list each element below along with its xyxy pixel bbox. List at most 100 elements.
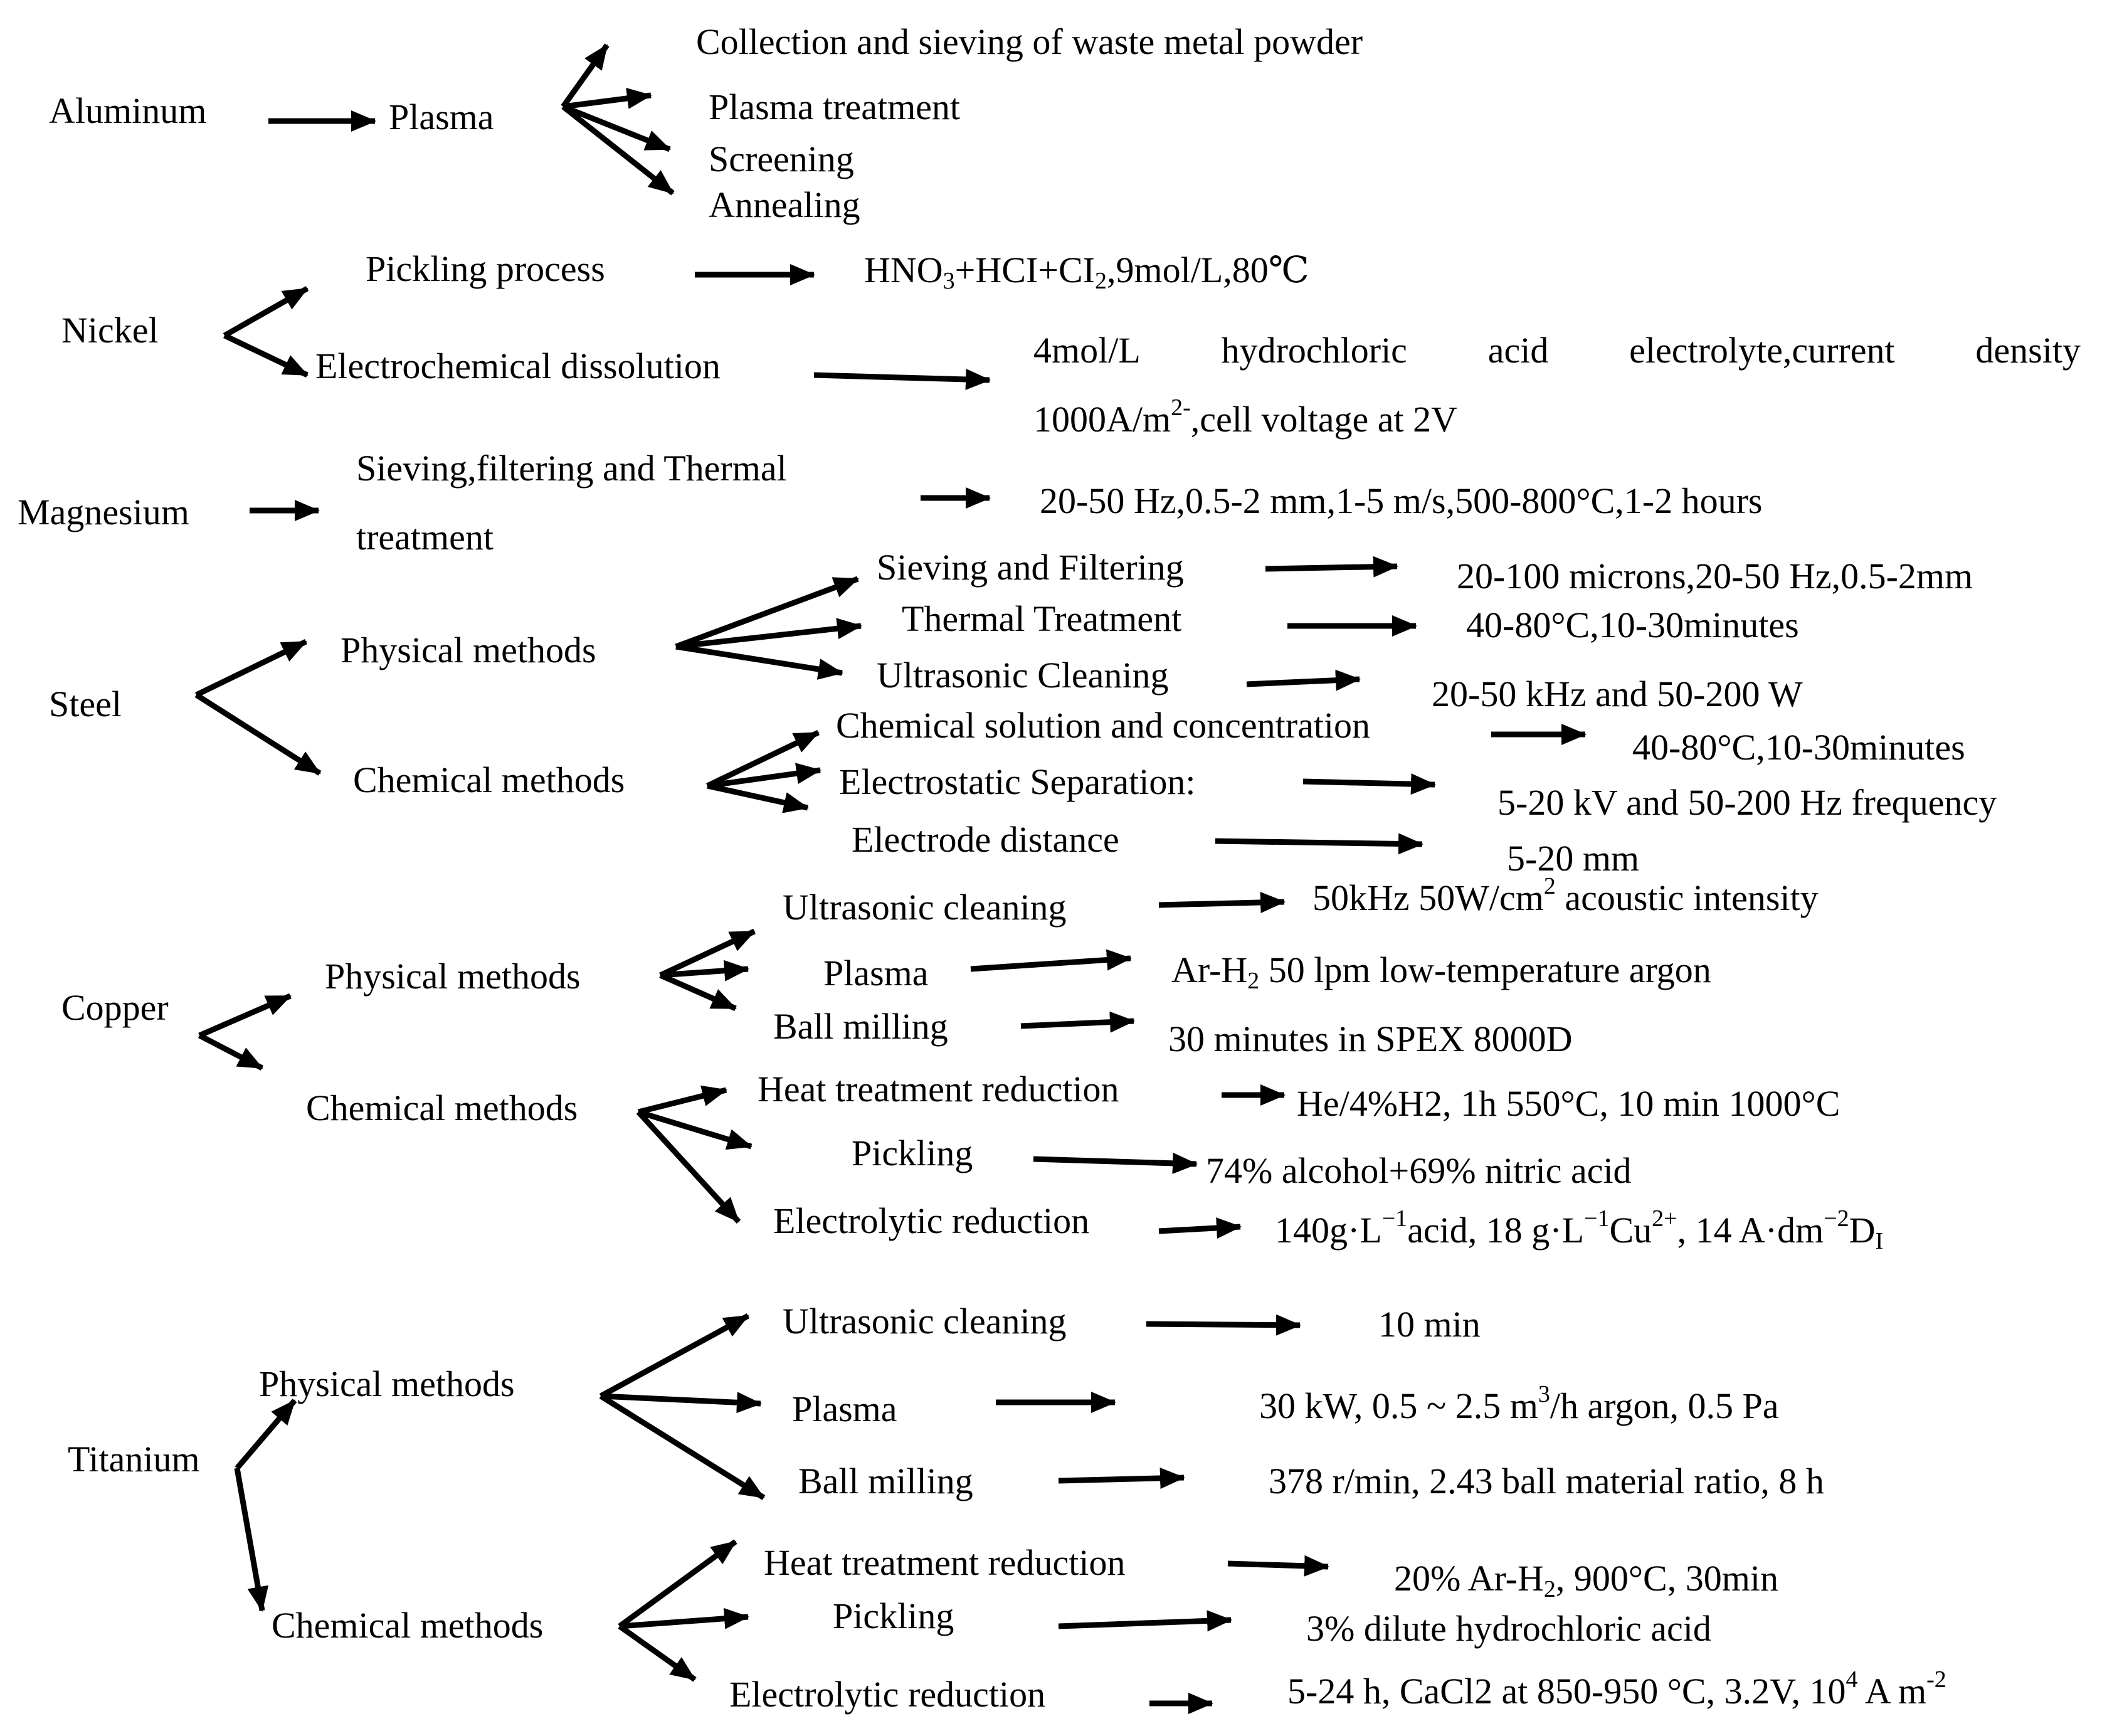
arrow-titanium-phys-cond-3 — [1058, 1467, 1185, 1489]
aluminum-method: Plasma — [389, 97, 494, 137]
copper-chem-cond-3: 140g·L−1acid, 18 g·L−1Cu2+, 14 A·dm−2DI — [1275, 1205, 1884, 1254]
titanium-chem-cond-1: 20% Ar-H2, 900°C, 30min — [1394, 1558, 1778, 1602]
titanium-chem-step-3: Electrolytic reduction — [729, 1674, 1046, 1715]
titanium-phys-step-1: Ultrasonic cleaning — [783, 1301, 1067, 1342]
arrow-copper-phys-3 — [659, 972, 737, 1012]
arrow-copper-phys-2 — [660, 960, 749, 982]
arrow-titanium-chem-3 — [618, 1624, 697, 1682]
steel-chem-cond-2: 5-20 kV and 50-200 Hz frequency — [1497, 782, 1997, 823]
arrow-steel-chem-3 — [707, 783, 809, 813]
steel-chem-cond-3: 5-20 mm — [1507, 838, 1640, 879]
arrow-plasma-screening — [562, 103, 671, 152]
titanium-phys-step-2: Plasma — [792, 1389, 897, 1429]
titanium-phys-cond-3: 378 r/min, 2.43 ball material ratio, 8 h — [1269, 1461, 1824, 1501]
arrow-plasma-annealing — [561, 104, 675, 196]
arrow-copper-chem-2 — [637, 1109, 752, 1150]
steel-chem-step-2: Electrostatic Separation: — [839, 761, 1196, 802]
metal-titanium: Titanium — [68, 1439, 200, 1479]
arrow-copper-phys-1 — [659, 928, 756, 978]
copper-phys-cond-1: 50kHz 50W/cm2 acoustic intensity — [1312, 873, 1819, 918]
arrow-steel-chem-1 — [706, 729, 820, 789]
magnesium-process-line2: treatment — [356, 517, 494, 558]
nickel-pickling-condition: HNO3+HCI+CI2,9mol/L,80℃ — [864, 250, 1309, 294]
arrow-steel-phys-2 — [675, 618, 862, 650]
copper-phys-step-2: Plasma — [823, 953, 929, 993]
copper-physical: Physical methods — [325, 956, 581, 997]
arrow-titanium-phys-2 — [600, 1392, 762, 1414]
steel-phys-step-2: Thermal Treatment — [902, 598, 1182, 639]
arrow-titanium-chem-cond-1 — [1227, 1555, 1329, 1577]
copper-chem-step-2: Pickling — [852, 1133, 973, 1173]
steel-chemical: Chemical methods — [353, 760, 625, 800]
arrow-titanium-chem-cond-2 — [1058, 1610, 1232, 1632]
steel-phys-cond-1: 20-100 microns,20-50 Hz,0.5-2mm — [1457, 556, 1973, 596]
nickel-electro-condition-line1: 4mol/L hydrochloric acid electrolyte,cur… — [1033, 330, 2081, 371]
magnesium-process-line1: Sieving,filtering and Thermal — [356, 448, 787, 489]
arrow-steel-phys-3 — [675, 643, 843, 680]
arrow-nickel-electro — [223, 332, 309, 378]
arrow-titanium-phys-1 — [599, 1313, 750, 1399]
magnesium-condition: 20-50 Hz,0.5-2 mm,1-5 m/s,500-800°C,1-2 … — [1040, 480, 1763, 521]
copper-phys-step-1: Ultrasonic cleaning — [783, 887, 1067, 928]
arrow-steel-chem-cond-2 — [1302, 773, 1436, 795]
arrow-plasma-treatment — [562, 87, 652, 110]
arrow-steel-chem-cond-3 — [1215, 833, 1423, 855]
titanium-chem-step-1: Heat treatment reduction — [764, 1542, 1126, 1583]
copper-phys-cond-2: Ar-H2 50 lpm low-temperature argon — [1171, 950, 1711, 994]
steel-phys-step-1: Sieving and Filtering — [877, 547, 1184, 588]
steel-phys-cond-3: 20-50 kHz and 50-200 W — [1432, 674, 1803, 714]
steel-chem-step-3: Electrode distance — [852, 819, 1119, 860]
arrow-steel-physical — [195, 638, 307, 698]
titanium-chemical: Chemical methods — [272, 1605, 544, 1646]
arrow-steel-chemical — [194, 692, 322, 776]
metal-steel: Steel — [49, 684, 122, 724]
copper-chem-step-3: Electrolytic reduction — [773, 1200, 1090, 1241]
arrow-nickel-pickling — [223, 286, 309, 338]
arrow-steel-phys-cond-3 — [1246, 669, 1361, 691]
titanium-chem-cond-3: 5-24 h, CaCl2 at 850-950 °C, 3.2V, 104 A… — [1287, 1666, 1946, 1712]
arrow-copper-chem-cond-2 — [1033, 1152, 1198, 1174]
arrow-steel-phys-cond-1 — [1265, 556, 1398, 578]
steel-physical: Physical methods — [341, 630, 596, 670]
steel-phys-step-3: Ultrasonic Cleaning — [877, 655, 1169, 696]
arrow-titanium-physical — [235, 1399, 297, 1470]
titanium-physical: Physical methods — [259, 1363, 515, 1404]
arrow-copper-chem-1 — [637, 1085, 727, 1115]
titanium-phys-step-3: Ball milling — [798, 1461, 973, 1501]
arrow-titanium-chem-2 — [619, 1607, 749, 1629]
metal-aluminum: Aluminum — [49, 90, 207, 131]
steel-chem-cond-1: 40-80°C,10-30minutes — [1632, 727, 1965, 768]
copper-chem-cond-2: 74% alcohol+69% nitric acid — [1206, 1150, 1632, 1191]
nickel-electro: Electrochemical dissolution — [315, 346, 721, 386]
steel-chem-step-1: Chemical solution and concentration — [836, 705, 1371, 746]
aluminum-step-1: Collection and sieving of waste metal po… — [696, 21, 1363, 62]
metal-copper: Copper — [61, 987, 169, 1028]
arrow-steel-chem-2 — [707, 763, 821, 789]
arrow-copper-chem-cond-3 — [1158, 1217, 1242, 1239]
copper-chem-cond-1: He/4%H2, 1h 550°C, 10 min 1000°C — [1297, 1083, 1840, 1124]
metal-nickel: Nickel — [61, 310, 159, 351]
copper-phys-step-3: Ball milling — [773, 1006, 948, 1047]
arrow-copper-phys-cond-1 — [1158, 891, 1286, 913]
arrow-titanium-phys-3 — [599, 1394, 766, 1500]
copper-phys-cond-3: 30 minutes in SPEX 8000D — [1168, 1019, 1573, 1059]
arrow-steel-phys-1 — [675, 576, 859, 650]
arrow-plasma-collection — [561, 43, 610, 109]
arrow-copper-physical — [198, 993, 292, 1039]
titanium-phys-cond-1: 10 min — [1378, 1304, 1481, 1345]
steel-phys-cond-2: 40-80°C,10-30minutes — [1466, 605, 1799, 645]
titanium-phys-cond-2: 30 kW, 0.5 ~ 2.5 m3/h argon, 0.5 Pa — [1259, 1381, 1779, 1426]
arrow-titanium-chemical — [234, 1468, 269, 1612]
arrow-electro-cond — [813, 368, 991, 390]
arrow-copper-chemical — [198, 1033, 264, 1071]
aluminum-step-2: Plasma treatment — [709, 87, 961, 127]
arrow-titanium-phys-cond-1 — [1146, 1314, 1301, 1336]
copper-chemical: Chemical methods — [306, 1088, 578, 1128]
aluminum-step-3: Screening — [709, 139, 854, 179]
arrow-copper-phys-cond-2 — [970, 949, 1132, 972]
titanium-chem-step-2: Pickling — [833, 1596, 954, 1636]
metal-magnesium: Magnesium — [18, 492, 189, 532]
aluminum-step-4: Annealing — [709, 184, 860, 225]
